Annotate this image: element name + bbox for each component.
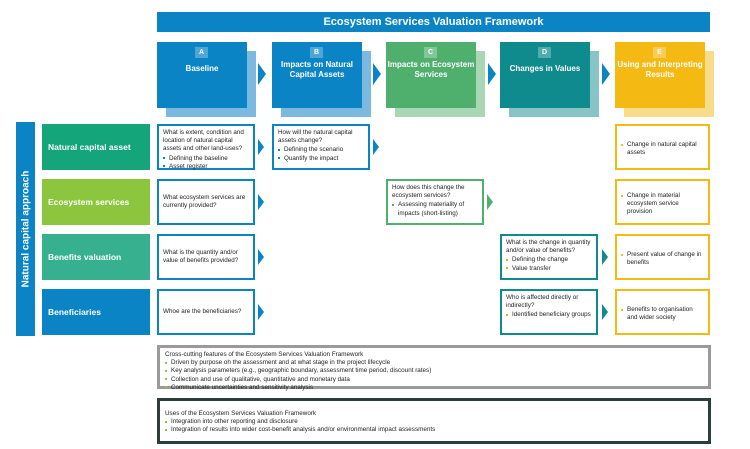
box-e-benefits-valuation: Present value of change in benefits <box>615 234 710 280</box>
list-item: Change in natural capital assets <box>621 141 704 157</box>
chevron-right-icon <box>258 304 264 320</box>
list-item: Present value of change in benefits <box>621 251 704 267</box>
row-beneficiaries: Beneficiaries <box>42 289 150 335</box>
list-item: Quantify the impact <box>278 155 364 163</box>
stage-c-letter: C <box>424 47 437 58</box>
list-item: Change in material ecosystem service pro… <box>621 192 704 217</box>
uses-title: Uses of the Ecosystem Services Valuation… <box>165 410 317 417</box>
chevron-right-icon <box>602 249 608 265</box>
crosscutting-title: Cross-cutting features of the Ecosystem … <box>165 351 364 358</box>
crosscutting-features-box: Cross-cutting features of the Ecosystem … <box>157 345 711 392</box>
chevron-right-icon <box>373 63 381 85</box>
list-item: Value transfer <box>506 265 592 273</box>
stage-e-using-results: Using and Interpreting Results E <box>615 42 714 117</box>
box-text: How will the natural capital assets chan… <box>278 129 353 145</box>
list-item: Defining the change <box>506 256 592 264</box>
uses-box: Uses of the Ecosystem Services Valuation… <box>157 398 711 444</box>
box-a-ecosystem-services: What ecosystem services are currently pr… <box>157 179 255 225</box>
list-item: Integration of results into wider cost-b… <box>165 426 703 434</box>
box-e-natural-capital: Change in natural capital assets <box>615 124 710 170</box>
list-item: Integration into other reporting and dis… <box>165 418 703 426</box>
stage-c-impacts-ecosystem-services: Impacts on Ecosystem Services C <box>386 42 485 117</box>
chevron-right-icon <box>488 63 496 85</box>
stage-e-letter: E <box>653 47 666 58</box>
stage-d-label: Changes in Values <box>500 42 590 108</box>
stage-a-letter: A <box>195 47 208 58</box>
list-item: Benefits to organisation and wider socie… <box>621 306 704 322</box>
row-benefits-valuation: Benefits valuation <box>42 234 150 280</box>
box-a-natural-capital: What is extent, condition and location o… <box>157 124 255 170</box>
stage-c-label: Impacts on Ecosystem Services <box>386 42 476 108</box>
framework-title: Ecosystem Services Valuation Framework <box>157 12 710 32</box>
box-text: Who is affected directly or indirectly? <box>506 294 579 310</box>
box-d-benefits-valuation: What is the change in quantity and/or va… <box>500 234 598 280</box>
box-text: Whoe are the beneficiaries? <box>163 307 242 315</box>
list-item: Asset register <box>163 163 249 171</box>
stage-a-baseline: Baseline A <box>157 42 256 117</box>
stage-b-letter: B <box>310 47 323 58</box>
box-d-beneficiaries: Who is affected directly or indirectly? … <box>500 289 598 335</box>
chevron-right-icon <box>602 304 608 320</box>
row-ecosystem-services: Ecosystem services <box>42 179 150 225</box>
box-text: What is the quantity and/or value of ben… <box>163 248 239 264</box>
box-e-ecosystem-services: Change in material ecosystem service pro… <box>615 179 710 225</box>
list-item: Collection and use of qualitative, quant… <box>165 376 703 384</box>
stage-b-label: Impacts on Natural Capital Assets <box>272 42 362 108</box>
chevron-right-icon <box>258 249 264 265</box>
list-item: Identified beneficiary groups <box>506 311 592 319</box>
box-c-ecosystem-services: How does this change the ecosystem servi… <box>386 179 484 225</box>
chevron-right-icon <box>602 63 610 85</box>
box-a-beneficiaries: Whoe are the beneficiaries? <box>157 289 255 335</box>
stage-e-label: Using and Interpreting Results <box>615 42 705 108</box>
box-a-benefits-valuation: What is the quantity and/or value of ben… <box>157 234 255 280</box>
box-text: What is extent, condition and location o… <box>163 129 244 153</box>
box-text: How does this change the ecosystem servi… <box>392 184 465 200</box>
chevron-right-icon <box>258 63 266 85</box>
list-item: Communicate uncertainties and sensitivit… <box>165 384 703 392</box>
list-item: Driven by purpose oh the assessment and … <box>165 359 703 367</box>
list-item: Defining the baseline <box>163 155 249 163</box>
stage-d-letter: D <box>538 47 551 58</box>
natural-capital-approach-label: Natural capital approach <box>16 122 35 336</box>
box-e-beneficiaries: Benefits to organisation and wider socie… <box>615 289 710 335</box>
chevron-right-icon <box>373 139 379 155</box>
list-item: Assessing materiality of impacts (short-… <box>392 201 478 217</box>
chevron-right-icon <box>258 194 264 210</box>
list-item: Defining the scenario <box>278 146 364 154</box>
side-label-text: Natural capital approach <box>20 170 31 288</box>
box-text: What is the change in quantity and/or va… <box>506 239 591 255</box>
box-text: What ecosystem services are currently pr… <box>163 193 246 209</box>
box-b-natural-capital: How will the natural capital assets chan… <box>272 124 370 170</box>
list-item: Key analysis parameters (e.g., geographi… <box>165 367 703 375</box>
row-natural-capital-asset: Natural capital asset <box>42 124 150 170</box>
stage-a-label: Baseline <box>157 42 247 108</box>
stage-d-changes-in-values: Changes in Values D <box>500 42 599 117</box>
chevron-right-icon <box>258 139 264 155</box>
stage-b-impacts-natural-capital: Impacts on Natural Capital Assets B <box>272 42 371 117</box>
chevron-right-icon <box>487 194 493 210</box>
